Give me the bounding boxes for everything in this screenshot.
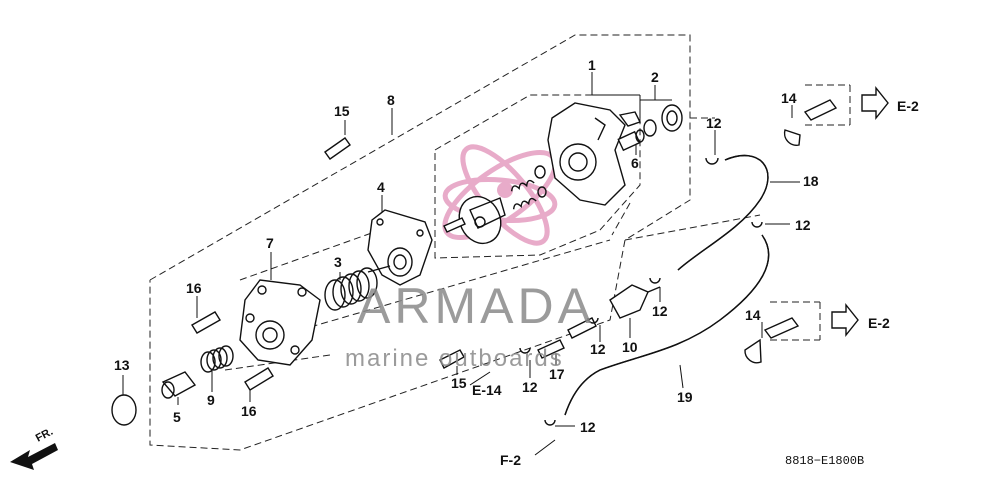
ref-f2: F-2 (500, 452, 521, 468)
callout-10: 10 (622, 339, 638, 355)
hose-clips-part-12 (519, 157, 763, 426)
callout-18: 18 (803, 173, 819, 189)
callout-12f: 12 (580, 419, 596, 435)
arrow-e2-top (861, 86, 889, 120)
front-direction-label: FR. (34, 426, 55, 445)
check-valve-part-10 (609, 284, 661, 319)
callout-12b: 12 (795, 217, 811, 233)
watermark-logo (442, 144, 558, 246)
link-line-f (224, 354, 331, 371)
bolt-part-16-upper (191, 311, 221, 334)
watermark-brand: ARMADA (357, 278, 595, 334)
callout-7: 7 (266, 235, 274, 251)
callout-1: 1 (588, 57, 596, 73)
bolt-part-15-upper (324, 137, 351, 160)
arrow-e2-bottom (831, 303, 859, 337)
watermark-tagline: marine outboards (345, 345, 564, 372)
arrow-f2 (534, 439, 556, 456)
o-ring-part-13 (111, 394, 137, 426)
link-line-c (624, 214, 761, 241)
bolt-small-part-1 (443, 217, 466, 233)
ref-e2-bottom: E-2 (868, 315, 890, 331)
callout-12e: 12 (522, 379, 538, 395)
callout-6: 6 (631, 155, 639, 171)
cap-part-2 (643, 104, 683, 137)
callout-13: 13 (114, 357, 130, 373)
callout-17: 17 (549, 366, 565, 382)
callout-8: 8 (387, 92, 395, 108)
link-line-a (239, 229, 381, 281)
callout-14a: 14 (781, 90, 797, 106)
callout-4: 4 (377, 179, 385, 195)
callout-2: 2 (651, 69, 659, 85)
callout-14b: 14 (745, 307, 761, 323)
housing-part-7 (239, 279, 321, 366)
fitting-part-6 (617, 129, 645, 152)
callout-12d: 12 (590, 341, 606, 357)
callout-15b: 15 (451, 375, 467, 391)
small-spring-upper (510, 165, 547, 210)
spring-part-9 (200, 345, 234, 373)
hose-part-18 (677, 154, 769, 271)
callout-19: 19 (677, 389, 693, 405)
drawing-code: 8818−E1800B (785, 454, 864, 468)
bracket-part-14-bottom (744, 317, 800, 364)
arrow-e14 (469, 371, 491, 386)
callout-16b: 16 (241, 403, 257, 419)
cover-plate-part-4 (367, 209, 433, 286)
pump-rotor (458, 195, 506, 245)
callout-12a: 12 (706, 115, 722, 131)
callout-12c: 12 (652, 303, 668, 319)
link-line-b (299, 239, 611, 331)
link-line-e (611, 202, 631, 236)
ref-e2-top: E-2 (897, 98, 919, 114)
pipe-part-17 (537, 317, 597, 359)
callout-5: 5 (173, 409, 181, 425)
bolt-part-15-lower (439, 349, 465, 369)
front-direction-arrow (10, 443, 58, 470)
bracket-part-14-top (783, 99, 838, 146)
callout-16a: 16 (186, 280, 202, 296)
pump-body-part-1 (547, 102, 641, 206)
ref-e14: E-14 (472, 382, 502, 398)
bolt-part-16-lower (244, 367, 274, 391)
assembly-boundary-8 (149, 34, 691, 451)
leader-lines (122, 72, 800, 427)
assembly-boundary-1 (434, 94, 641, 259)
callout-15a: 15 (334, 103, 350, 119)
plunger-part-5 (161, 371, 197, 399)
spring-part-3 (324, 267, 378, 311)
callout-9: 9 (207, 392, 215, 408)
callout-3: 3 (334, 254, 342, 270)
